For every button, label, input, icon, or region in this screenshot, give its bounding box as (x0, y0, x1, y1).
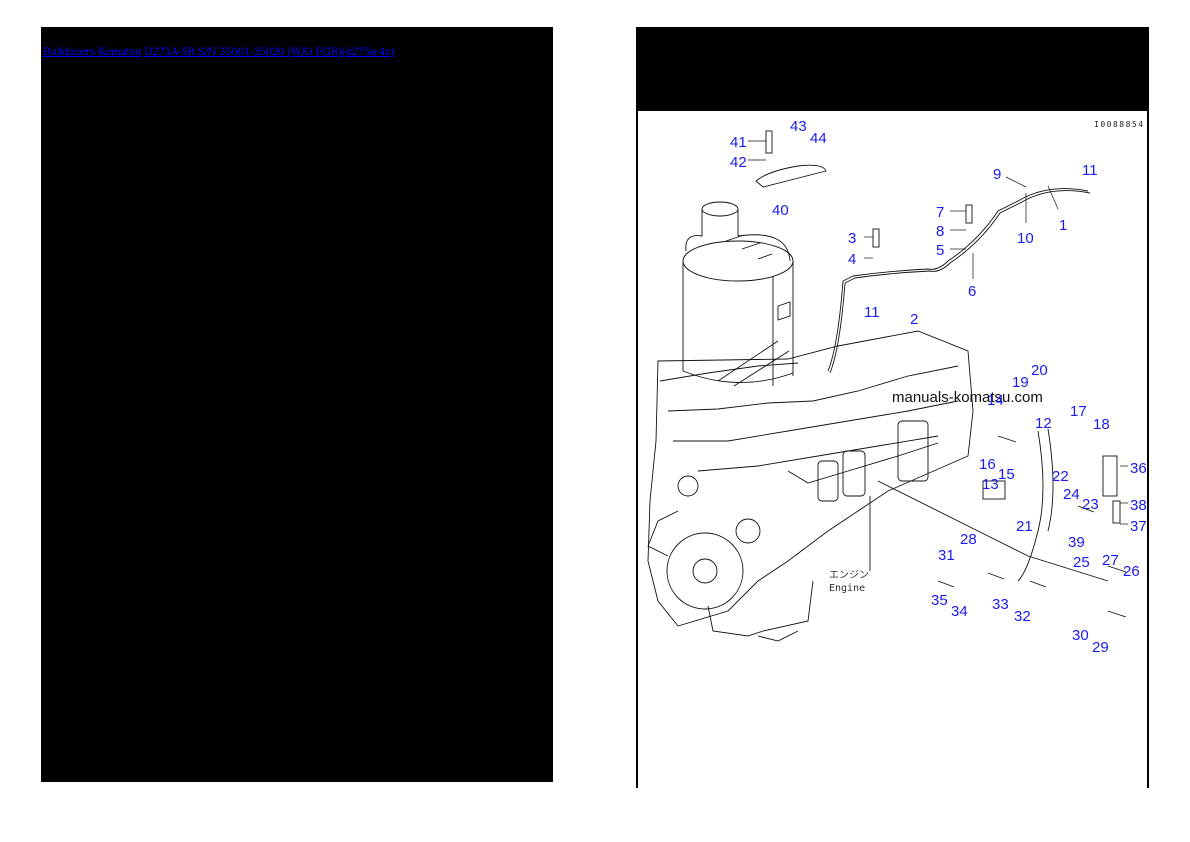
callout-number: 34 (951, 603, 968, 620)
right-header-band (636, 27, 1149, 111)
callout-number: 35 (931, 592, 948, 609)
drawing-id: I0088854 (1094, 120, 1145, 129)
callout-number: 10 (1017, 230, 1034, 247)
callout-number: 15 (998, 466, 1015, 483)
breadcrumb-link-bulldozers-komatsu[interactable]: Bulldozers Komatsu (43, 46, 142, 58)
left-black-panel: Bulldozers Komatsu D275A-5R S/N 35001-35… (41, 27, 553, 782)
diagram-border-left (636, 111, 638, 788)
breadcrumb-link-model[interactable]: D275A-5R S/N 35001-35020 (W/O EGR)(d275a… (144, 46, 395, 58)
callout-number: 32 (1014, 608, 1031, 625)
callout-number: 11 (864, 304, 880, 321)
callout-number: 27 (1102, 552, 1119, 569)
callout-number: 30 (1072, 627, 1089, 644)
callout-number: 21 (1016, 518, 1033, 535)
callout-number: 26 (1123, 563, 1140, 580)
callout-number: 3 (848, 230, 857, 247)
callout-number: 7 (936, 204, 945, 221)
caption-engine: Engine (829, 583, 866, 594)
caption-japanese: エンジン (829, 570, 869, 581)
callout-number: 4 (848, 251, 857, 268)
engine-drawing (647, 130, 1128, 642)
callout-number: 14 (987, 392, 1004, 409)
callout-number: 40 (772, 202, 789, 219)
callout-number: 29 (1092, 639, 1109, 656)
callout-number: 9 (993, 166, 1002, 183)
callout-number: 17 (1070, 403, 1087, 420)
callout-number: 25 (1073, 554, 1090, 571)
callout-number: 1 (1059, 217, 1068, 234)
callout-number: 20 (1031, 362, 1048, 379)
callout-number: 19 (1012, 374, 1029, 391)
callout-number: 5 (936, 242, 945, 259)
callout-number: 6 (968, 283, 977, 300)
callout-number: 43 (790, 118, 807, 135)
callout-number: 12 (1035, 415, 1052, 432)
callout-number: 31 (938, 547, 955, 564)
breadcrumb: Bulldozers Komatsu D275A-5R S/N 35001-35… (43, 46, 395, 58)
callout-number: 18 (1093, 416, 1110, 433)
callout-number: 41 (730, 134, 747, 151)
watermark: manuals-komatsu.com (892, 389, 1043, 406)
callout-number: 38 (1130, 497, 1147, 514)
parts-diagram: I0088854 manuals-komatsu.com エンジン Engine… (638, 111, 1147, 788)
callout-number: 42 (730, 154, 747, 171)
callout-number: 37 (1130, 518, 1147, 535)
callout-number: 23 (1082, 496, 1099, 513)
callout-number: 2 (910, 311, 919, 328)
diagram-border-right (1147, 111, 1149, 788)
callout-number: 44 (810, 130, 827, 147)
callout-number: 11 (1082, 162, 1098, 179)
callout-number: 24 (1063, 486, 1080, 503)
callout-number: 36 (1130, 460, 1147, 477)
right-panel (636, 27, 1149, 789)
callout-number: 13 (982, 476, 999, 493)
callout-number: 33 (992, 596, 1009, 613)
callout-number: 22 (1052, 468, 1069, 485)
callout-number: 39 (1068, 534, 1085, 551)
callout-number: 8 (936, 223, 945, 240)
callout-number: 28 (960, 531, 977, 548)
callout-number: 16 (979, 456, 996, 473)
